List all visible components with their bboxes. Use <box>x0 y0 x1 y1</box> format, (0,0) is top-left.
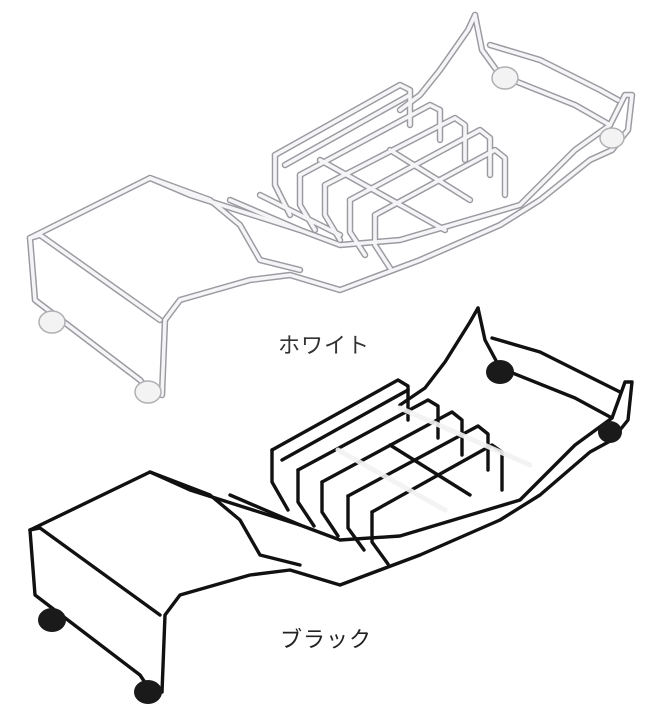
black-dish-rack-illustration <box>28 306 634 704</box>
white-color-label: ホワイト <box>278 334 371 359</box>
black-color-label: ブラック <box>280 628 373 653</box>
white-dish-rack-illustration <box>26 11 636 404</box>
